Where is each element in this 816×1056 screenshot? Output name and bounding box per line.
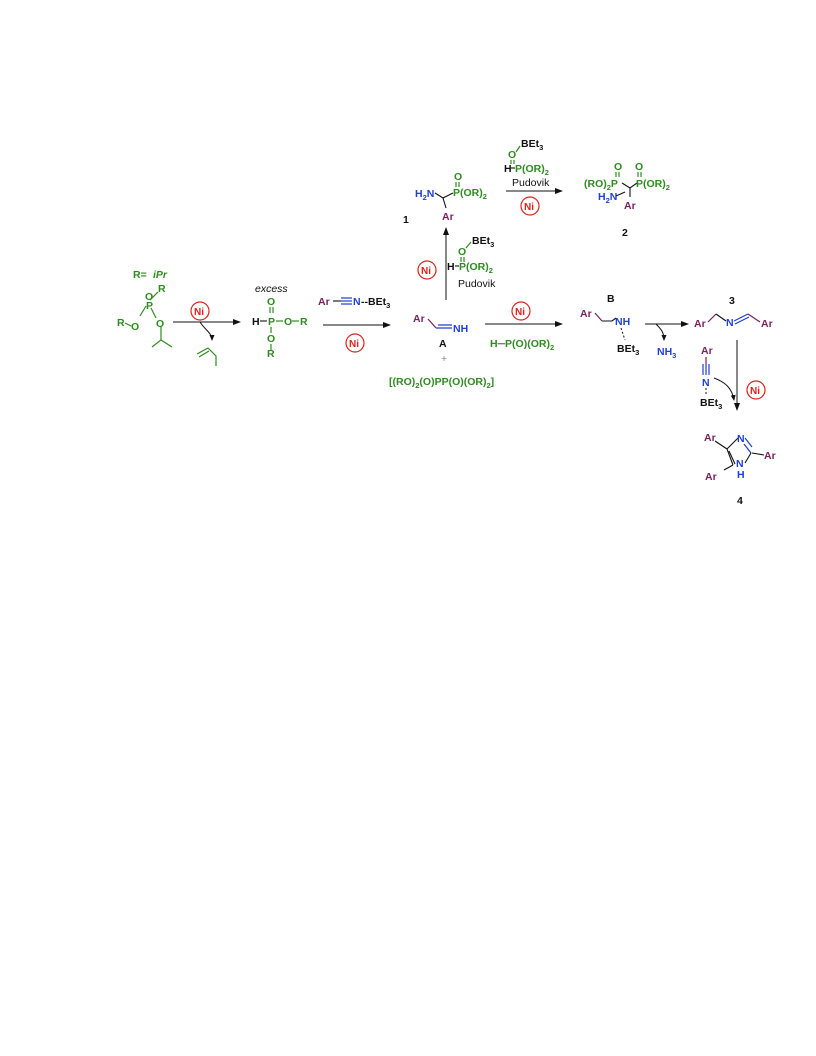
B-Ar: Ar xyxy=(580,308,592,320)
cmpd2-O1: O xyxy=(614,161,622,173)
ammonia: NH3 xyxy=(657,346,676,360)
pudovik-top-label: Pudovik xyxy=(512,177,550,189)
pudovik-mid-H: H xyxy=(447,261,455,273)
cmpd4-Ar1: Ar xyxy=(704,432,716,444)
imine-Ar: Ar xyxy=(413,313,425,325)
r-definition: R= iPr xyxy=(133,269,168,281)
cmpd3-Ar2: Ar xyxy=(761,318,773,330)
step-6-condensation: NH3 xyxy=(645,321,689,360)
phosphonate-R2: R xyxy=(267,348,275,360)
svg-text:Ni: Ni xyxy=(515,307,525,318)
pudovik-mid-label: Pudovik xyxy=(458,278,496,290)
compound-4: N N H Ar Ar Ar 4 xyxy=(704,432,776,507)
pudovik-top-BEt3: BEt3 xyxy=(521,138,543,152)
phosphite-O3: O xyxy=(156,318,164,330)
cmpd2-POR2: P(OR)2 xyxy=(636,178,670,192)
ni-catalyst-5: Ni xyxy=(511,301,531,321)
imine-NH: NH xyxy=(453,323,468,335)
pudovik-top-POR2: P(OR)2 xyxy=(515,163,549,177)
cmpd1-POR2: P(OR)2 xyxy=(453,187,487,201)
svg-text:Ni: Ni xyxy=(524,202,534,213)
phosphonate-H: H xyxy=(252,316,260,328)
cmpd1-Ar: Ar xyxy=(442,211,454,223)
phosphonate-O2: O xyxy=(267,333,275,345)
phosphite-P: P xyxy=(146,300,153,312)
step7-N: N xyxy=(702,377,710,389)
cmpd4-NH-N: N xyxy=(736,458,744,470)
excess-label: excess xyxy=(255,283,288,295)
B-BEt3: BEt3 xyxy=(617,343,639,357)
cmpd4-Ar2: Ar xyxy=(705,471,717,483)
step-5-reduction: Ni H─P(O)(OR)2 xyxy=(485,301,563,352)
phosphite-O1: O xyxy=(145,291,153,303)
plus-sign: + xyxy=(441,353,447,365)
pudovik-top-O: O xyxy=(508,149,516,161)
step-4-pudovik: BEt3 O H P(OR)2 Pudovik Ni xyxy=(504,138,563,216)
reagent-HPOOR2: H─P(O)(OR)2 xyxy=(490,338,554,352)
cmpd1-H2N: H2N xyxy=(415,188,434,202)
pudovik-mid-BEt3: BEt3 xyxy=(472,235,494,249)
compound-1: H2N Ar P(OR)2 O 1 xyxy=(403,171,487,226)
B-NH: NH xyxy=(615,316,630,328)
step-2-nitrile-addition: Ar N --BEt3 Ni xyxy=(318,296,391,353)
ni-catalyst-3: Ni xyxy=(417,260,437,280)
pudovik-mid-POR2: P(OR)2 xyxy=(459,261,493,275)
cmpd2-Ar: Ar xyxy=(624,200,636,212)
pudovik-top-H: H xyxy=(504,163,512,175)
step-7-cyclization: Ar N BEt3 Ni xyxy=(700,340,766,411)
phosphonate-O-double: O xyxy=(267,296,275,308)
cmpd4-N: N xyxy=(737,433,745,445)
label-B: B xyxy=(607,293,615,305)
phosphite-R1: R xyxy=(158,283,166,295)
svg-text:Ni: Ni xyxy=(349,339,359,350)
phosphonate-P: P xyxy=(268,316,275,328)
label-3: 3 xyxy=(729,295,735,307)
label-2: 2 xyxy=(622,227,628,239)
step7-BEt3: BEt3 xyxy=(700,397,722,411)
compound-3: 3 Ar N Ar xyxy=(694,295,773,330)
imine-A: Ar NH A + [(RO)2(O)PP(O)(OR)2] xyxy=(389,313,494,390)
svg-text:Ni: Ni xyxy=(194,307,204,318)
nitrile-Ar: Ar xyxy=(318,296,330,308)
r-def-prefix: R= xyxy=(133,269,147,281)
compound-2: (RO)2P O P(OR)2 O H2N Ar 2 xyxy=(584,161,670,239)
svg-text:Ni: Ni xyxy=(750,386,760,397)
pudovik-mid-O: O xyxy=(458,246,466,258)
cmpd2-H2N: H2N xyxy=(598,191,617,205)
phosphite-R2: R xyxy=(117,317,125,329)
nitrile-BEt3: --BEt3 xyxy=(361,296,390,310)
byproduct-pyrophosphonate: [(RO)2(O)PP(O)(OR)2] xyxy=(389,376,494,390)
starting-phosphite: P O R O R O xyxy=(117,283,173,348)
phosphite-O2: O xyxy=(131,321,139,333)
cmpd4-Ar3: Ar xyxy=(764,450,776,462)
phosphonate-O1: O xyxy=(284,316,292,328)
ni-catalyst-6: Ni xyxy=(746,380,766,400)
label-A: A xyxy=(439,338,447,350)
cmpd3-Ar1: Ar xyxy=(694,318,706,330)
cmpd4-NH-H: H xyxy=(737,469,745,481)
step-3-hydrophosphonylation: Ni BEt3 O H P(OR)2 Pudovik xyxy=(417,227,496,300)
cmpd1-O: O xyxy=(454,171,462,183)
ni-catalyst-1: Ni xyxy=(190,301,210,321)
step-1-rearrangement: Ni xyxy=(173,301,241,366)
r-def-value: iPr xyxy=(153,269,168,281)
ni-catalyst-2: Ni xyxy=(345,333,365,353)
amine-borane-B: B Ar NH BEt3 xyxy=(580,293,639,357)
cmpd2-RO2P: (RO)2P xyxy=(584,178,618,192)
h-phosphonate: excess H P O O R O R xyxy=(252,283,308,360)
phosphonate-R1: R xyxy=(300,316,308,328)
label-1: 1 xyxy=(403,214,409,226)
cmpd3-N: N xyxy=(726,317,734,329)
ni-catalyst-4: Ni xyxy=(520,196,540,216)
step7-Ar: Ar xyxy=(701,345,713,357)
cmpd2-O2: O xyxy=(635,161,643,173)
label-4: 4 xyxy=(737,495,743,507)
nitrile-N: N xyxy=(353,296,361,308)
svg-text:Ni: Ni xyxy=(421,266,431,277)
